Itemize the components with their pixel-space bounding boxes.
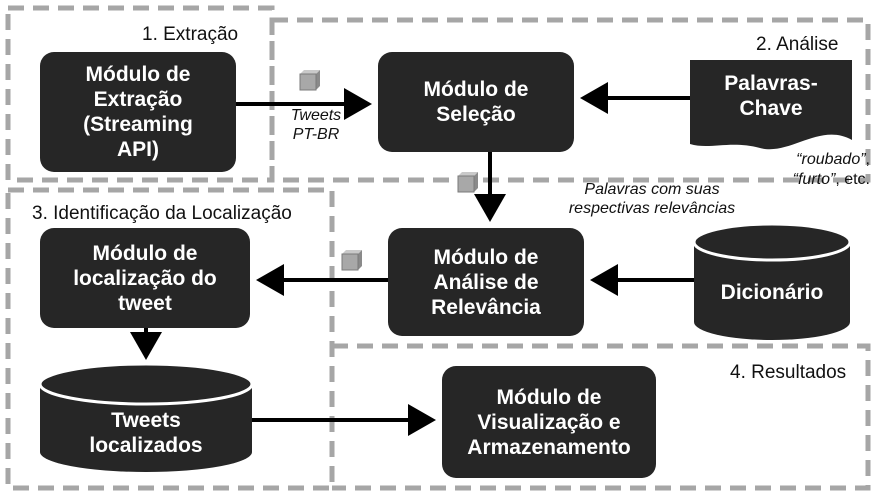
edge-label-palavras-relevancias: Palavras com suas respectivas relevância…: [568, 181, 736, 217]
node-modulo-selecao: Módulo de Seleção: [423, 78, 529, 126]
data-token-icon: [299, 70, 320, 91]
keyword-separator: ,: [865, 151, 870, 168]
data-token-icon: [341, 250, 362, 271]
node-modulo-visualizacao: Módulo de Visualização e Armazenamento: [467, 385, 631, 459]
node-modulo-localizacao: Módulo de localização do tweet: [73, 241, 217, 315]
node-palavras-chave-shape: [690, 60, 852, 150]
keyword-separator-etc: , etc.: [835, 171, 870, 188]
section-frame-analise: [269, 17, 871, 183]
section-label-resultados: 4. Resultados: [726, 362, 851, 384]
keyword-example-furto: “furto”: [792, 171, 836, 188]
node-modulo-extracao: Módulo de Extração (Streaming API): [83, 63, 193, 161]
keyword-example-roubado: “roubado”: [796, 151, 866, 168]
node-modulo-selecao-shape: [378, 52, 574, 152]
node-palavras-chave: Palavras- Chave: [724, 72, 818, 120]
node-modulo-relevancia: Módulo de Análise de Relevância: [431, 245, 541, 319]
keyword-examples-line-2: “furto”, etc.: [690, 170, 870, 190]
edge-label-tweets-ptbr: Tweets PT-BR: [290, 107, 342, 143]
data-token-icon: [457, 172, 478, 193]
section-frame-localizacao: [5, 187, 335, 491]
keyword-examples-line-1: “roubado”,: [690, 150, 870, 170]
node-modulo-extracao-shape: [40, 52, 236, 172]
node-dicionario-shape: [692, 222, 852, 340]
node-tweets-localizados-shape: [38, 362, 254, 472]
section-frame-resultados: [332, 343, 871, 491]
keyword-examples-note: “roubado”, “furto”, etc.: [690, 150, 870, 190]
node-modulo-visualizacao-shape: [442, 366, 656, 478]
node-tweets-localizados: Tweets localizados: [89, 409, 203, 457]
section-label-analise: 2. Análise: [752, 34, 843, 56]
node-modulo-relevancia-shape: [388, 228, 584, 336]
section-label-extracao: 1. Extração: [138, 24, 243, 46]
node-dicionario: Dicionário: [720, 280, 824, 304]
node-modulo-localizacao-shape: [40, 228, 250, 328]
section-label-localizacao: 3. Identificação da Localização: [28, 203, 296, 225]
